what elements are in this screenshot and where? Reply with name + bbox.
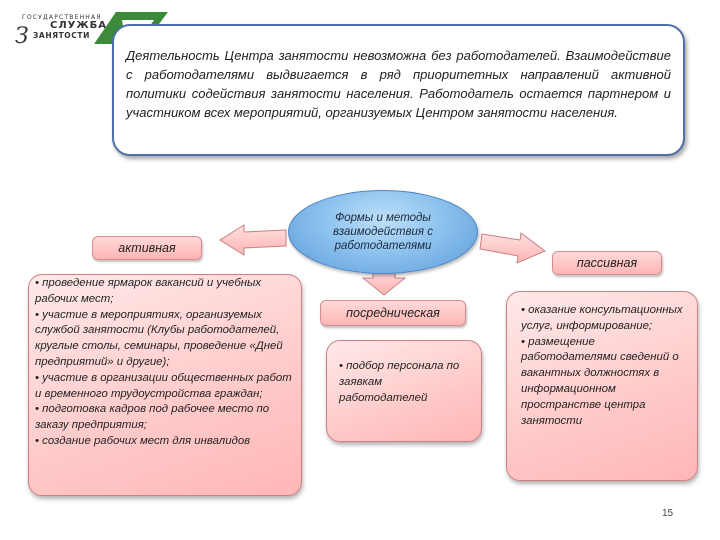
logo-line-3: ЗАНЯТОСТИ [33, 31, 90, 40]
label-mediator: посредническая [320, 300, 466, 326]
mediator-item: • подбор персонала по заявкам работодате… [339, 360, 460, 404]
intro-text-box: Деятельность Центра занятости невозможна… [112, 24, 685, 156]
active-item: • создание рабочих мест для инвалидов [35, 434, 251, 447]
arrow-right-icon [479, 232, 546, 264]
panel-active: • проведение ярмарок вакансий и учебных … [28, 274, 302, 496]
active-item: • участие в мероприятиях, организуемых с… [35, 308, 283, 368]
intro-text: Деятельность Центра занятости невозможна… [126, 48, 671, 120]
arrow-left-icon [219, 224, 287, 256]
passive-item: • оказание консультационных услуг, инфор… [521, 304, 683, 332]
center-title: Формы и методы взаимодействия с работода… [332, 212, 433, 252]
panel-mediator: • подбор персонала по заявкам работодате… [326, 340, 482, 442]
panel-passive: • оказание консультационных услуг, инфор… [506, 291, 698, 481]
passive-item: • размещение работодателями сведений о в… [521, 335, 679, 427]
label-active: активная [92, 236, 202, 260]
logo-z-letter: З [15, 24, 29, 49]
label-passive: пассивная [552, 251, 662, 275]
active-item: • участие в организации общественных раб… [35, 371, 292, 400]
page-number: 15 [662, 508, 674, 519]
active-item: • проведение ярмарок вакансий и учебных … [35, 277, 262, 305]
logo-line-2: СЛУЖБА [50, 20, 107, 31]
active-item: • подготовка кадров под рабочее место по… [35, 403, 270, 432]
center-oval: Формы и методы взаимодействия с работода… [288, 190, 478, 274]
logo-line-1: ГОСУДАРСТВЕННАЯ [22, 14, 102, 21]
